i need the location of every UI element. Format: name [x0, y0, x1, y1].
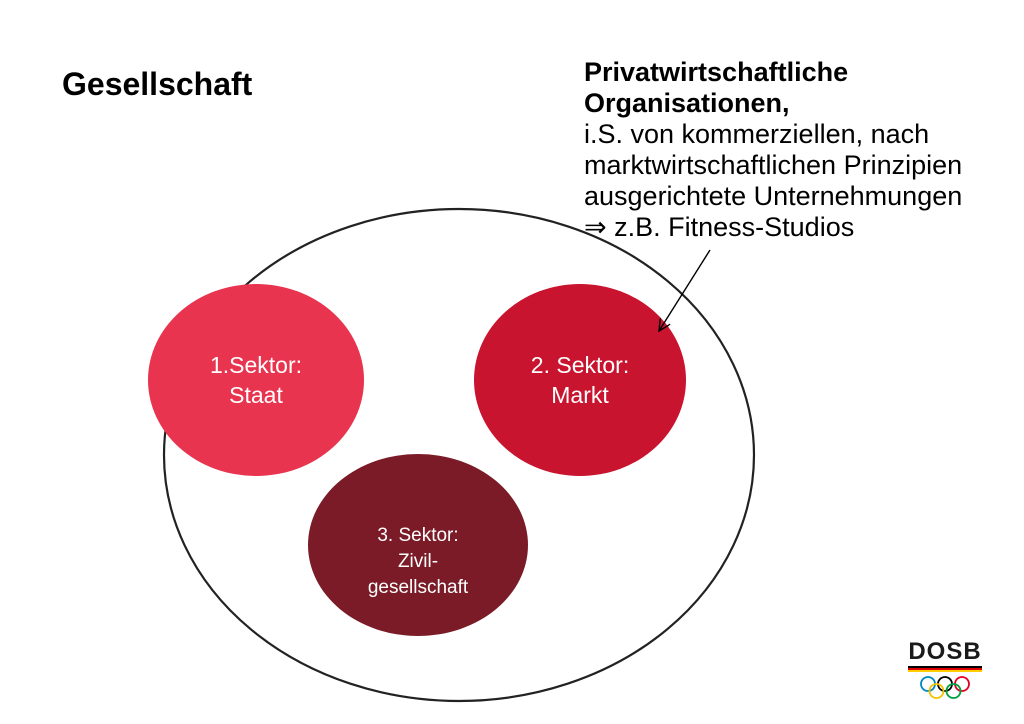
- sector-1-circle: [148, 284, 364, 476]
- dosb-logo: DOSB: [906, 638, 984, 702]
- sector-1-label-line-2: Staat: [229, 382, 283, 408]
- sector-3-label-line-3: gesellschaft: [367, 577, 469, 598]
- page-title: Gesellschaft: [62, 66, 253, 102]
- sector-1-label: 1.Sektor: Staat: [148, 350, 364, 410]
- sector-2-label-line-1: 2. Sektor:: [530, 352, 630, 378]
- callout-heading-line-2: Organisationen,: [584, 88, 790, 118]
- callout-heading-line-1: Privatwirtschaftliche: [584, 57, 849, 87]
- sector-1-label-line-1: 1.Sektor:: [209, 352, 303, 378]
- sector-3-label: 3. Sektor: Zivil- gesellschaft: [308, 523, 528, 601]
- sector-2-circle: [474, 284, 686, 476]
- callout-line-4: ⇒ z.B. Fitness-Studios: [584, 212, 855, 242]
- callout-arrow: [659, 249, 711, 331]
- sector-2-label-line-2: Markt: [551, 382, 609, 408]
- olympic-ring-yellow: [928, 683, 945, 699]
- dosb-logo-graphic: [908, 666, 982, 699]
- callout-line-1: i.S. von kommerziellen, nach: [584, 119, 930, 149]
- flag-stripe-black: [908, 666, 982, 668]
- dosb-logo-text: DOSB: [908, 638, 982, 665]
- callout-line-3: ausgerichtete Unternehmungen: [584, 181, 963, 211]
- flag-stripe-red: [908, 668, 982, 670]
- sector-3-circle: [308, 454, 528, 636]
- flag-stripe-gold: [908, 670, 982, 672]
- callout-line-2: marktwirtschaftlichen Prinzipien: [584, 150, 963, 180]
- society-ellipse: [162, 207, 756, 703]
- sector-3-label-line-1: 3. Sektor:: [377, 525, 459, 546]
- sector-2-label: 2. Sektor: Markt: [474, 350, 686, 410]
- sector-3-label-line-2: Zivil-: [397, 551, 439, 572]
- olympic-ring-green: [945, 683, 962, 699]
- callout-text: Privatwirtschaftliche Organisationen, i.…: [584, 57, 1014, 243]
